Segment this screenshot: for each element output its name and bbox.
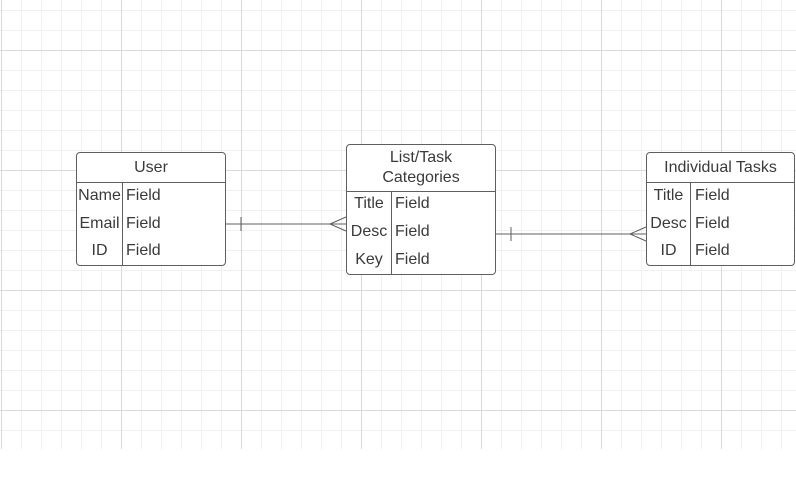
column-divider [391, 192, 392, 274]
column-divider [122, 183, 123, 265]
field-value: Field [395, 251, 430, 268]
entity-list-task-categories[interactable]: List/Task Categories Title Field Desc Fi… [346, 144, 496, 275]
field-value: Field [126, 242, 161, 259]
field-key: ID [660, 242, 677, 259]
entity-row[interactable]: Desc Field [647, 210, 794, 238]
entity-tasks-header: Individual Tasks [647, 153, 794, 183]
relationship-user-categories[interactable] [226, 216, 347, 232]
entity-row[interactable]: Desc Field [347, 218, 495, 246]
field-value: Field [695, 215, 730, 232]
entity-categories-header: List/Task Categories [347, 145, 495, 192]
crowfoot-marker-top [329, 216, 347, 225]
field-value: Field [126, 215, 161, 232]
field-key: ID [91, 242, 108, 259]
entity-user-header: User [77, 153, 225, 183]
entity-title: Individual Tasks [664, 158, 777, 176]
field-key: Title [354, 195, 384, 212]
crowfoot-marker-top [629, 226, 647, 235]
entity-title-line2: Categories [382, 169, 460, 186]
column-divider [690, 183, 691, 265]
entity-row[interactable]: Email Field [77, 210, 225, 238]
entity-row[interactable]: ID Field [77, 237, 225, 265]
entity-row[interactable]: Title Field [347, 190, 495, 218]
field-key: Title [653, 187, 684, 204]
field-key: Name [78, 187, 121, 204]
field-value: Field [126, 187, 161, 204]
canvas-bottom-margin [0, 449, 796, 477]
field-value: Field [395, 223, 430, 240]
relationship-categories-tasks[interactable] [496, 226, 647, 242]
field-value: Field [695, 187, 730, 204]
field-value: Field [695, 242, 730, 259]
entity-individual-tasks[interactable]: Individual Tasks Title Field Desc Field … [646, 152, 795, 266]
entity-row[interactable]: Title Field [647, 182, 794, 210]
entity-row[interactable]: Name Field [77, 182, 225, 210]
crowfoot-marker-bottom [329, 223, 347, 232]
entity-title: User [134, 158, 168, 176]
field-value: Field [395, 195, 430, 212]
crowfoot-marker-bottom [629, 233, 647, 242]
entity-user[interactable]: User Name Field Email Field ID Field [76, 152, 226, 266]
field-key: Desc [350, 223, 388, 240]
entity-row[interactable]: Key Field [347, 246, 495, 274]
field-key: Key [355, 251, 383, 268]
field-key: Desc [650, 215, 687, 232]
entity-title-line1: List/Task [389, 149, 453, 166]
field-key: Email [79, 215, 120, 232]
entity-row[interactable]: ID Field [647, 237, 794, 265]
